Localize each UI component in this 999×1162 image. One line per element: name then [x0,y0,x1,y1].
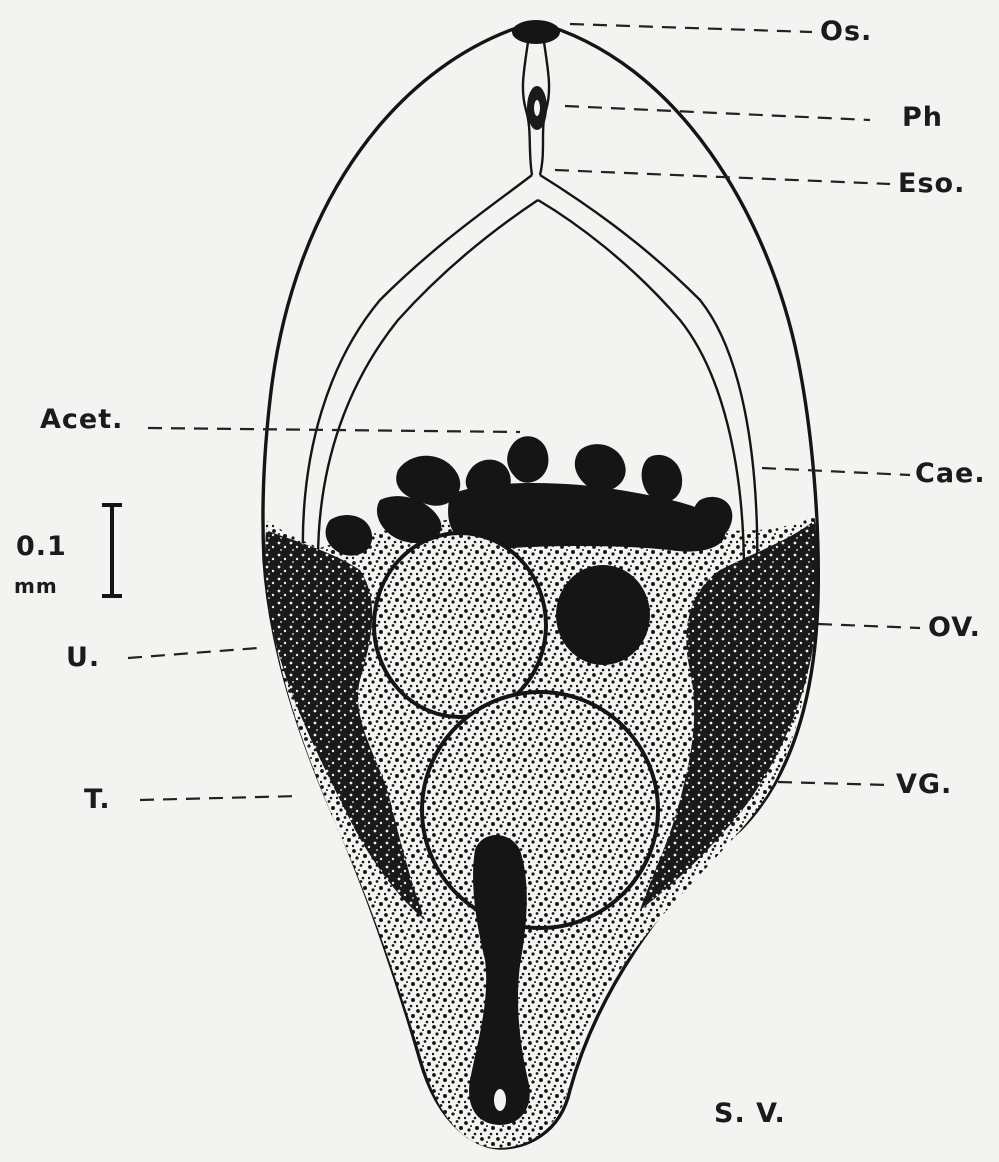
label-cae: Cae. [915,458,986,489]
label-u: U. [66,642,100,673]
label-vg: VG. [896,769,952,800]
label-sv: S. V. [714,1098,786,1129]
label-acet: Acet. [40,404,123,435]
label-eso: Eso. [898,168,965,199]
ovary [556,565,650,665]
acetabulum [374,533,546,717]
scale-bar-unit: mm [14,574,58,598]
label-ov: OV. [928,612,981,643]
label-t: T. [84,784,111,815]
scale-bar-value: 0.1 [16,531,67,562]
label-ph: Ph [902,102,943,133]
testis [422,692,658,928]
label-os: Os. [820,16,872,47]
oral-sucker [512,20,560,44]
scale-bar [102,505,122,596]
